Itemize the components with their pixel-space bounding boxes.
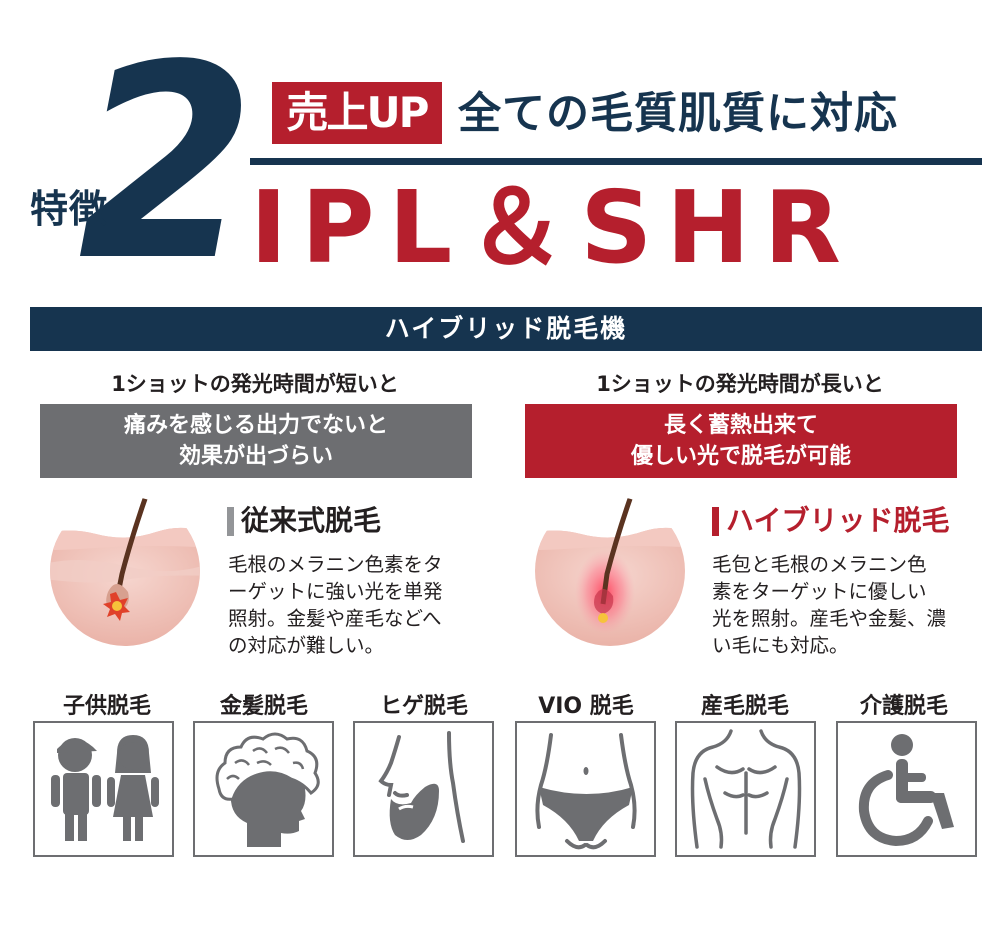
page-title: IPL＆SHR <box>250 169 855 286</box>
beard-face-icon <box>378 731 465 843</box>
right-summary-box: 長く蓄熱出来て 優しい光で脱毛が可能 <box>525 404 957 478</box>
category-label-vio: VIO 脱毛 <box>538 694 634 719</box>
feature-number: 2 <box>78 8 255 320</box>
category-tile-blonde <box>193 721 334 857</box>
right-desc-line: 素をターゲットに優しい <box>712 580 927 603</box>
category-label-vellus: 産毛脱毛 <box>700 694 789 719</box>
left-caption: 1ショットの発光時間が短いと <box>111 372 399 396</box>
sales-up-badge: 売上UP <box>272 82 442 144</box>
category-tile-beard <box>353 721 494 857</box>
header-rule <box>250 158 982 165</box>
category-label-care: 介護脱毛 <box>859 694 948 719</box>
left-subtitle-bar <box>227 507 234 536</box>
left-subtitle-text: 従来式脱毛 <box>241 504 382 537</box>
right-desc-line: い毛にも対応。 <box>712 634 849 657</box>
bikini-area-icon <box>535 733 637 850</box>
left-summary-box: 痛みを感じる出力でないと 効果が出づらい <box>40 404 472 478</box>
left-desc-line: 毛根のメラニン色素をタ <box>228 553 443 576</box>
right-subtitle-bar <box>712 507 719 536</box>
category-label-kids: 子供脱毛 <box>62 694 151 719</box>
right-desc-line: 光を照射。産毛や金髪、濃 <box>712 607 947 630</box>
left-desc-line: 照射。金髪や産毛などへ <box>228 607 442 630</box>
curly-hair-head-icon <box>215 732 320 847</box>
right-subtitle: ハイブリッド脱毛 <box>712 503 949 539</box>
right-summary-line-2: 優しい光で脱毛が可能 <box>630 444 851 469</box>
category-tile-kids <box>33 721 174 857</box>
left-desc-line: ーゲットに強い光を単発 <box>228 580 443 603</box>
right-subtitle-text: ハイブリッド脱毛 <box>726 504 950 537</box>
right-summary-line-1: 長く蓄熱出来て <box>663 413 818 438</box>
back-torso-icon <box>690 729 802 849</box>
left-summary-line-2: 効果が出づらい <box>178 444 333 469</box>
left-desc-line: の対応が難しい。 <box>228 634 385 657</box>
right-caption: 1ショットの発光時間が長いと <box>596 372 884 396</box>
left-description: 毛根のメラニン色素をタ ーゲットに強い光を単発 照射。金髪や産毛などへ の対応が… <box>228 551 478 659</box>
skin-cross-section-hair-follicle-icon <box>521 496 699 646</box>
headline: 全ての毛質肌質に対応 <box>458 89 898 139</box>
children-icon <box>51 735 159 841</box>
category-tile-vellus <box>675 721 816 857</box>
left-subtitle: 従来式脱毛 <box>227 503 381 539</box>
category-tile-care <box>836 721 977 857</box>
section-banner: ハイブリッド脱毛機 <box>30 307 982 351</box>
skin-cross-section-hair-root-icon <box>36 496 214 646</box>
category-tile-vio <box>515 721 656 857</box>
right-desc-line: 毛包と毛根のメラニン色 <box>712 553 927 576</box>
right-description: 毛包と毛根のメラニン色 素をターゲットに優しい 光を照射。産毛や金髪、濃 い毛に… <box>712 551 962 659</box>
wheelchair-icon <box>858 734 954 847</box>
left-summary-line-1: 痛みを感じる出力でないと <box>123 413 388 438</box>
category-label-beard: ヒゲ脱毛 <box>379 694 468 719</box>
category-label-blonde: 金髪脱毛 <box>219 694 308 719</box>
feature-label: 特徴 <box>30 187 109 231</box>
